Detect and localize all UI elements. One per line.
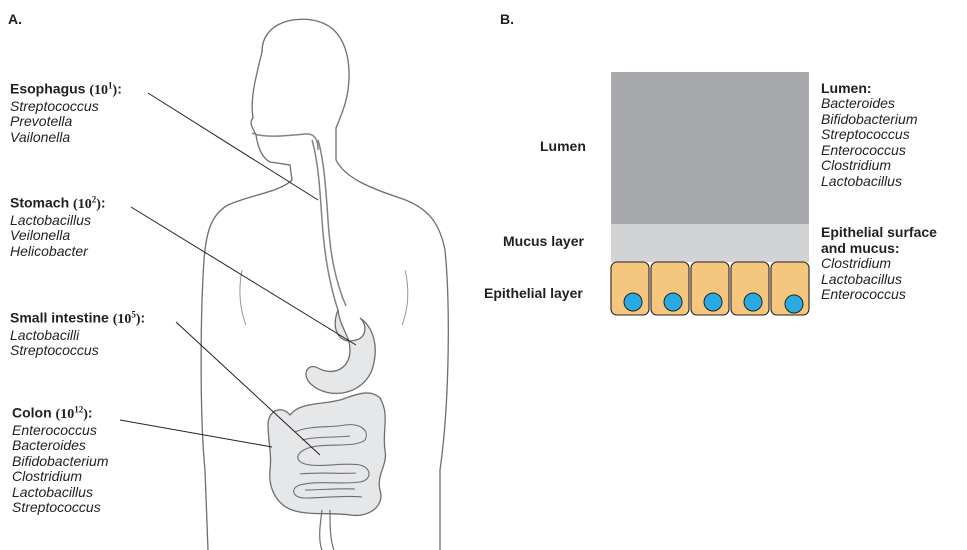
bacteria-item: Streptococcus <box>10 343 145 359</box>
nucleus <box>785 295 803 313</box>
epithelial-cells <box>611 262 809 315</box>
mucus-layer-label: Mucus layer <box>503 233 584 249</box>
small-intestine-title: Small intestine (105): <box>10 309 145 328</box>
bacteria-item: Vailonella <box>10 130 122 146</box>
small-intestine-pointer <box>176 322 320 455</box>
surface-group-title-line1: Epithelial surface <box>821 224 937 240</box>
epithelial-cell <box>731 262 769 315</box>
colon-title: Colon (1012): <box>12 404 109 423</box>
colon-pointer <box>120 420 272 447</box>
bacteria-item: Lactobacillus <box>10 213 106 229</box>
lumen-group-title: Lumen: <box>821 80 918 96</box>
bacteria-item: Enterococcus <box>12 423 109 439</box>
nucleus <box>704 293 722 311</box>
colon-annotation: Colon (1012): Enterococcus Bacteroides B… <box>12 404 109 516</box>
mucus-layer <box>611 224 809 262</box>
esophagus <box>312 140 346 310</box>
lumen-layer <box>611 72 809 224</box>
rectum <box>320 510 334 550</box>
nucleus <box>624 293 642 311</box>
bacteria-item: Lactobacillus <box>821 272 937 288</box>
surface-bacteria-annotation: Epithelial surface and mucus: Clostridiu… <box>821 224 937 303</box>
epithelial-layer-label: Epithelial layer <box>484 285 583 301</box>
bacteria-item: Prevotella <box>10 114 122 130</box>
lumen-bacteria-annotation: Lumen: Bacteroides Bifidobacterium Strep… <box>821 80 918 189</box>
bacteria-item: Bifidobacterium <box>821 112 918 128</box>
bacteria-item: Clostridium <box>821 158 918 174</box>
bacteria-item: Streptococcus <box>821 127 918 143</box>
epithelial-cell <box>691 262 729 315</box>
mouth <box>252 133 318 150</box>
epithelial-cell <box>651 262 689 315</box>
bacteria-item: Clostridium <box>821 256 937 272</box>
panel-b-label: B. <box>500 11 514 27</box>
bacteria-item: Streptococcus <box>12 500 109 516</box>
bacteria-item: Bacteroides <box>821 96 918 112</box>
bacteria-item: Lactobacillus <box>821 174 918 190</box>
nucleus <box>744 293 762 311</box>
nucleus <box>664 293 682 311</box>
bacteria-item: Veilonella <box>10 228 106 244</box>
bacteria-item: Bifidobacterium <box>12 454 109 470</box>
stomach-annotation: Stomach (102): Lactobacillus Veilonella … <box>10 194 106 259</box>
esophagus-pointer <box>148 93 318 200</box>
bacteria-item: Clostridium <box>12 469 109 485</box>
bacteria-item: Streptococcus <box>10 99 122 115</box>
surface-group-title-line2: and mucus: <box>821 240 937 256</box>
esophagus-title: Esophagus (101): <box>10 80 122 99</box>
epithelial-cell <box>771 262 809 315</box>
bacteria-item: Enterococcus <box>821 287 937 303</box>
bacteria-item: Enterococcus <box>821 143 918 159</box>
epithelial-cell <box>611 262 649 315</box>
small-intestine-annotation: Small intestine (105): Lactobacilli Stre… <box>10 309 145 359</box>
bacteria-item: Bacteroides <box>12 438 109 454</box>
esophagus-annotation: Esophagus (101): Streptococcus Prevotell… <box>10 80 122 145</box>
bacteria-item: Helicobacter <box>10 244 106 260</box>
stomach-title: Stomach (102): <box>10 194 106 213</box>
lumen-layer-label: Lumen <box>540 138 586 154</box>
stomach <box>306 310 375 393</box>
bacteria-item: Lactobacilli <box>10 328 145 344</box>
bacteria-item: Lactobacillus <box>12 485 109 501</box>
